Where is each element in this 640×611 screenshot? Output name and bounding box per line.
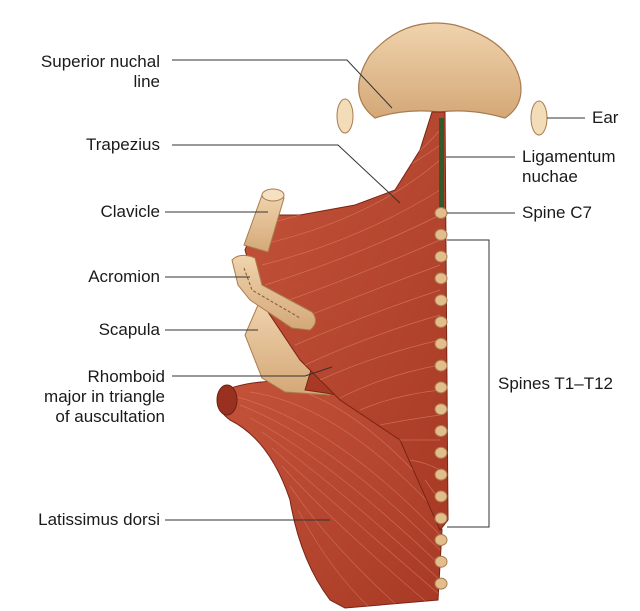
label-rhomboid: Rhomboid major in triangle of auscultati… bbox=[5, 367, 165, 427]
spinous-process bbox=[435, 229, 447, 240]
leader-trapezius bbox=[172, 145, 400, 203]
spinous-process bbox=[435, 295, 447, 306]
spinous-process bbox=[435, 426, 447, 437]
spinous-process bbox=[435, 556, 447, 567]
spine-c7-process bbox=[435, 208, 447, 219]
spinous-process bbox=[435, 469, 447, 480]
label-ligamentum-nuchae: Ligamentum nuchae bbox=[522, 147, 616, 187]
spines-bracket bbox=[447, 240, 489, 527]
label-latissimus-dorsi: Latissimus dorsi bbox=[5, 510, 160, 530]
spinous-process bbox=[435, 338, 447, 349]
spinous-process bbox=[435, 273, 447, 284]
spinous-process bbox=[435, 317, 447, 328]
label-trapezius: Trapezius bbox=[10, 135, 160, 155]
ear-right bbox=[531, 101, 547, 135]
spinous-process bbox=[435, 578, 447, 589]
label-acromion: Acromion bbox=[10, 267, 160, 287]
ligamentum-nuchae bbox=[439, 118, 444, 213]
label-spine-c7: Spine C7 bbox=[522, 203, 592, 223]
label-superior-nuchal-line: Superior nuchal line bbox=[10, 52, 160, 92]
spinous-process bbox=[435, 251, 447, 262]
spinous-process bbox=[435, 513, 447, 524]
spinous-process bbox=[435, 382, 447, 393]
skull bbox=[359, 23, 521, 118]
label-scapula: Scapula bbox=[10, 320, 160, 340]
label-spines-t1-t12: Spines T1–T12 bbox=[498, 374, 613, 394]
spinous-process bbox=[435, 447, 447, 458]
ear-left bbox=[337, 99, 353, 133]
spinous-process bbox=[435, 491, 447, 502]
spinous-process bbox=[435, 404, 447, 415]
spinous-process bbox=[435, 535, 447, 546]
label-ear: Ear bbox=[592, 108, 618, 128]
spinous-process bbox=[435, 360, 447, 371]
label-clavicle: Clavicle bbox=[10, 202, 160, 222]
